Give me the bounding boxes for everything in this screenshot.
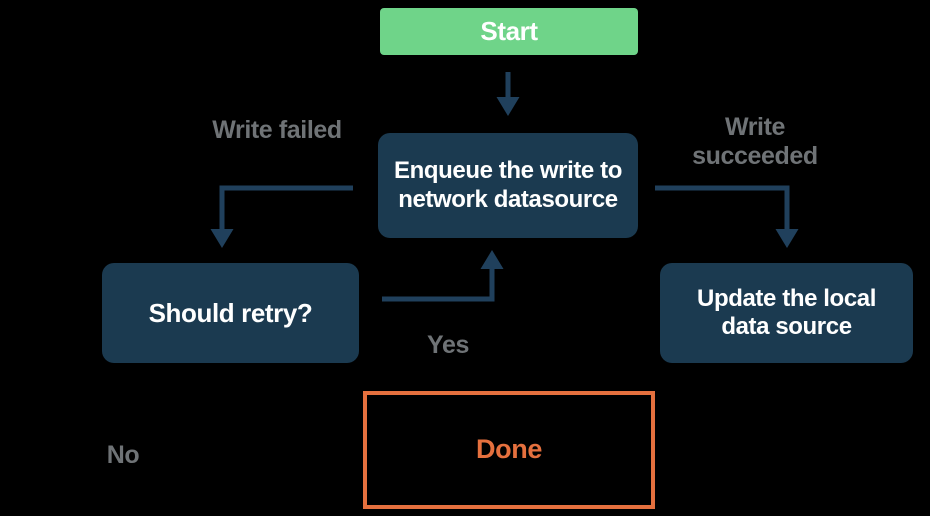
node-enqueue-write: Enqueue the write to network datasource (378, 133, 638, 238)
arrow-write-succeeded-to-update (655, 185, 799, 248)
node-done: Done (363, 391, 655, 509)
node-update-local-datasource-label: Update the local data source (697, 284, 876, 340)
node-should-retry: Should retry? (102, 263, 359, 363)
edge-label-yes: Yes (427, 331, 469, 359)
edge-label-write-succeeded: Write succeeded (692, 113, 818, 170)
arrow-write-failed-to-should-retry (210, 185, 353, 248)
node-enqueue-write-label: Enqueue the write to network datasource (393, 157, 623, 213)
node-should-retry-label: Should retry? (148, 297, 313, 328)
node-update-local-datasource: Update the local data source (660, 263, 913, 363)
node-done-label: Done (476, 434, 542, 465)
node-start-label: Start (480, 16, 538, 47)
arrow-start-to-enqueue (496, 72, 520, 116)
arrow-yes-retry-to-enqueue (382, 250, 504, 302)
edge-label-no: No (106, 441, 140, 469)
edge-label-write-failed: Write failed (212, 116, 342, 144)
node-start: Start (380, 8, 638, 55)
